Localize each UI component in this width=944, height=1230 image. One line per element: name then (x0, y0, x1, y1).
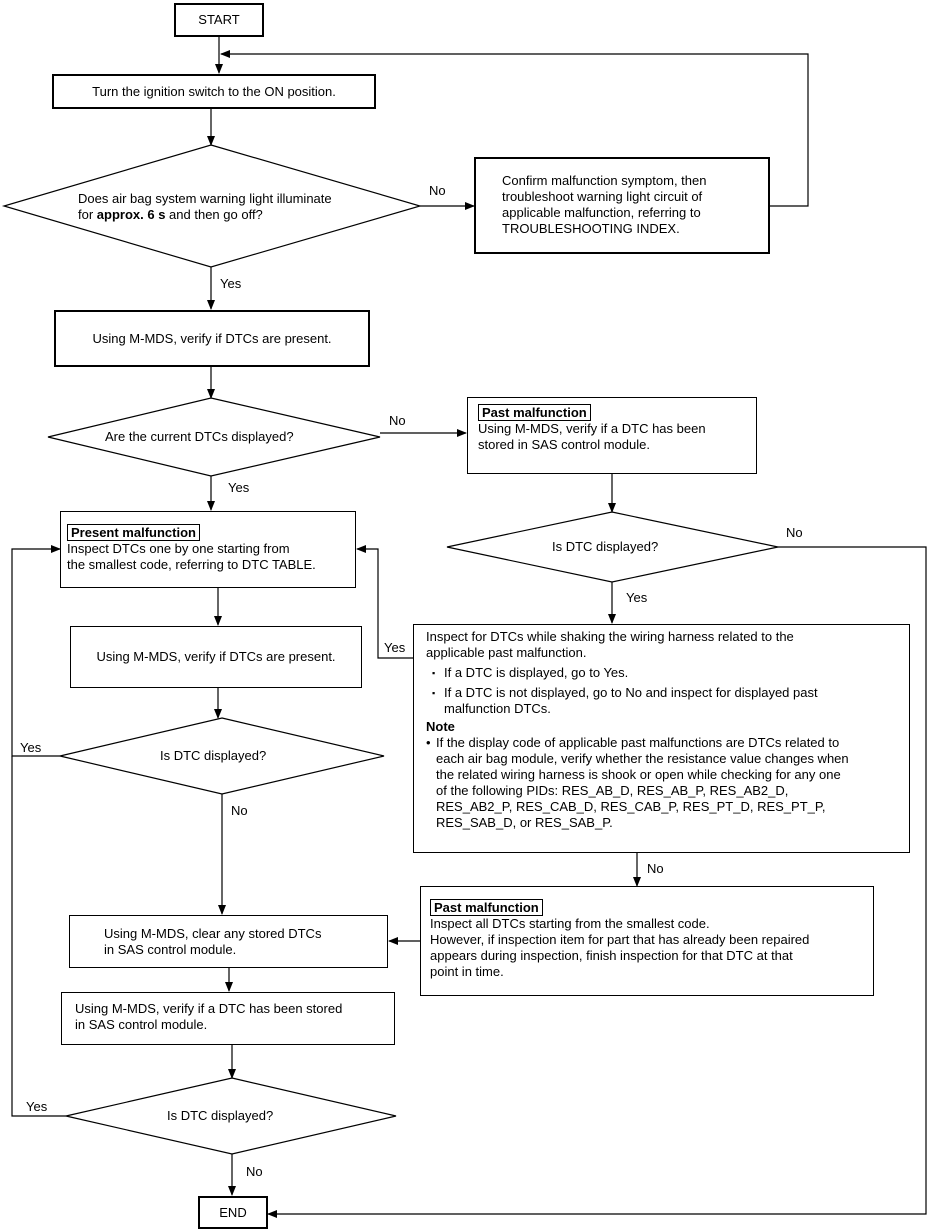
step-verify-dtcs-2-text: Using M-MDS, verify if DTCs are present. (96, 649, 336, 664)
q-warning-line2: for approx. 6 s and then go off? (78, 207, 263, 222)
label-no-2: No (389, 413, 406, 428)
step-clear-dtcs: Using M-MDS, clear any stored DTCs in SA… (69, 915, 388, 968)
confirm-symptom-box: Confirm malfunction symptom, then troubl… (474, 157, 770, 254)
past2-line2: However, if inspection item for part tha… (430, 932, 810, 947)
shake-bullets: If a DTC is displayed, go to Yes. If a D… (426, 665, 909, 717)
label-yes-2: Yes (228, 480, 250, 495)
past-malfunction-tag-1: Past malfunction (478, 404, 591, 421)
label-no-5: No (647, 861, 664, 876)
shake-harness-box: Inspect for DTCs while shaking the wirin… (413, 624, 910, 853)
q-warning-line1: Does air bag system warning light illumi… (78, 191, 332, 206)
past1-line1: Using M-MDS, verify if a DTC has been (478, 421, 706, 436)
label-yes-3: Yes (626, 590, 648, 605)
decision-dtc-bottom-text: Is DTC displayed? (167, 1108, 274, 1123)
step-verify-stored: Using M-MDS, verify if a DTC has been st… (61, 992, 395, 1045)
label-no-1: No (429, 183, 446, 198)
note-title: Note (426, 719, 455, 734)
shake-line1: Inspect for DTCs while shaking the wirin… (426, 629, 794, 644)
step-ignition-text: Turn the ignition switch to the ON posit… (92, 83, 336, 99)
confirm-line3: applicable malfunction, referring to (502, 205, 701, 220)
decision-dtc-right-text: Is DTC displayed? (552, 539, 659, 554)
end-label: END (219, 1204, 247, 1220)
start-label: START (198, 12, 240, 27)
confirm-line2: troubleshoot warning light circuit of (502, 189, 703, 204)
past-malfunction-tag-2: Past malfunction (430, 899, 543, 916)
present-malfunction-tag: Present malfunction (67, 524, 200, 541)
step-verify-dtcs-text: Using M-MDS, verify if DTCs are present. (92, 330, 332, 346)
note-body: If the display code of applicable past m… (426, 735, 909, 831)
decision-warning-light-text: Does air bag system warning light illumi… (78, 191, 378, 223)
past-malfunction-box-2: Past malfunction Inspect all DTCs starti… (420, 886, 874, 996)
present-line2: the smallest code, referring to DTC TABL… (67, 557, 316, 572)
start-terminal: START (174, 3, 264, 37)
decision-dtc-mid-text: Is DTC displayed? (160, 748, 267, 763)
label-no-4: No (231, 803, 248, 818)
step-ignition: Turn the ignition switch to the ON posit… (52, 74, 376, 109)
clear-line2: in SAS control module. (104, 942, 237, 957)
label-yes-1: Yes (220, 276, 242, 291)
decision-current-dtcs-text: Are the current DTCs displayed? (105, 429, 294, 444)
label-yes-5: Yes (20, 740, 42, 755)
past1-line2: stored in SAS control module. (478, 437, 650, 452)
past2-line3: appears during inspection, finish inspec… (430, 948, 793, 963)
confirm-line4: TROUBLESHOOTING INDEX. (502, 221, 680, 236)
present-line1: Inspect DTCs one by one starting from (67, 541, 290, 556)
shake-bullet-1: If a DTC is displayed, go to Yes. (426, 665, 909, 681)
shake-bullet-2: If a DTC is not displayed, go to No and … (426, 685, 909, 717)
label-yes-6: Yes (26, 1099, 48, 1114)
label-no-3: No (786, 525, 803, 540)
present-malfunction-box: Present malfunction Inspect DTCs one by … (60, 511, 356, 588)
shake-line2: applicable past malfunction. (426, 645, 587, 660)
past2-line4: point in time. (430, 964, 504, 979)
verify-stored-line1: Using M-MDS, verify if a DTC has been st… (75, 1001, 343, 1016)
clear-line1: Using M-MDS, clear any stored DTCs (104, 926, 322, 941)
step-verify-dtcs: Using M-MDS, verify if DTCs are present. (54, 310, 370, 367)
end-terminal: END (198, 1196, 268, 1229)
step-verify-dtcs-2: Using M-MDS, verify if DTCs are present. (70, 626, 362, 688)
label-yes-4: Yes (384, 640, 406, 655)
past2-line1: Inspect all DTCs starting from the small… (430, 916, 710, 931)
verify-stored-line2: in SAS control module. (75, 1017, 208, 1032)
label-no-6: No (246, 1164, 263, 1179)
past-malfunction-box-1: Past malfunction Using M-MDS, verify if … (467, 397, 757, 474)
confirm-line1: Confirm malfunction symptom, then (502, 173, 707, 188)
